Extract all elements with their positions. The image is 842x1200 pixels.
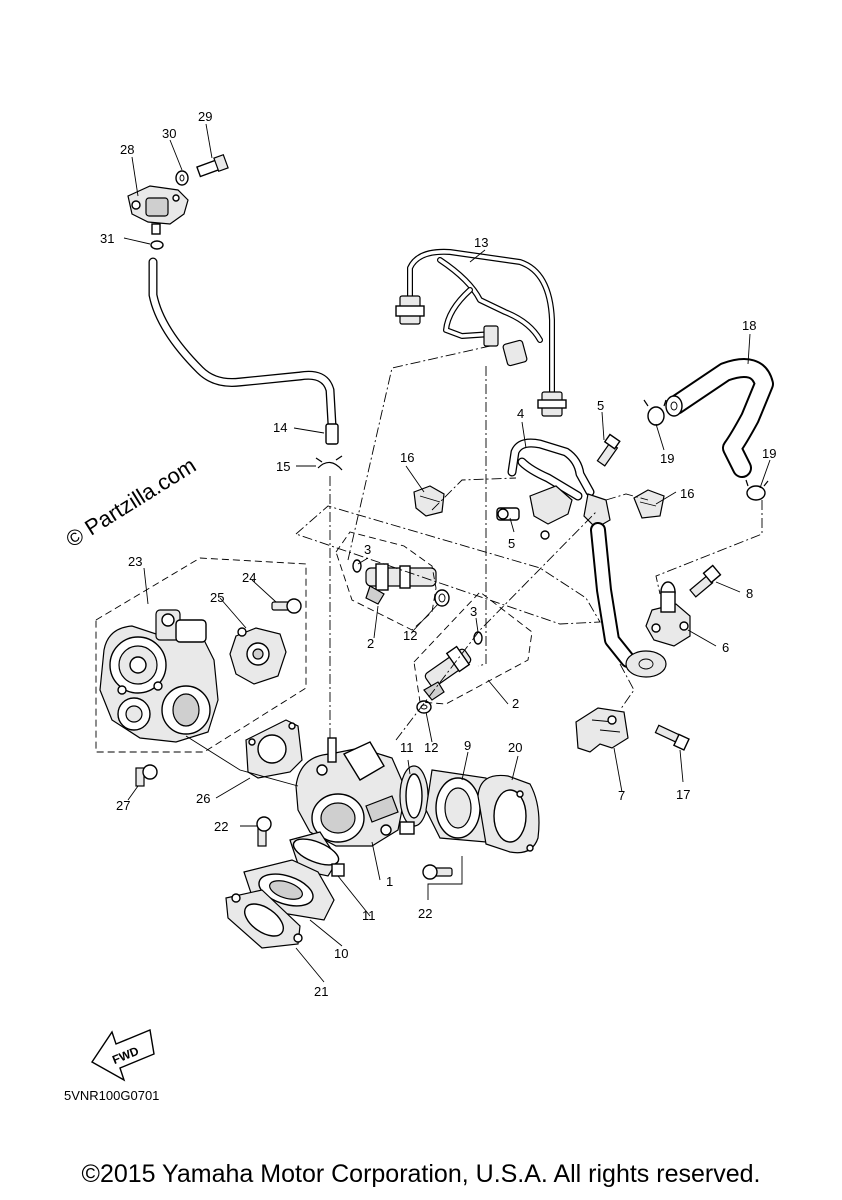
callout-22-lower[interactable]: 22	[418, 906, 432, 921]
callout-10[interactable]: 10	[334, 946, 348, 961]
callout-5-lower[interactable]: 5	[508, 536, 515, 551]
part-17-bolt[interactable]	[654, 724, 690, 751]
callout-11-upper[interactable]: 11	[400, 740, 414, 755]
callout-16-right[interactable]: 16	[680, 486, 694, 501]
part-5-screw-upper[interactable]	[596, 433, 621, 467]
part-23-throttle-body-assy[interactable]	[99, 609, 219, 743]
callout-4[interactable]: 4	[517, 406, 524, 421]
callout-8[interactable]: 8	[746, 586, 753, 601]
part-6-pressure-regulator[interactable]	[645, 581, 691, 647]
callout-21[interactable]: 21	[314, 984, 328, 999]
callout-20[interactable]: 20	[508, 740, 522, 755]
callout-18[interactable]: 18	[742, 318, 756, 333]
callout-31[interactable]: 31	[100, 231, 114, 246]
part-22-screw-lower[interactable]	[422, 864, 453, 880]
callout-9[interactable]: 9	[464, 738, 471, 753]
callout-26[interactable]: 26	[196, 791, 210, 806]
callout-6[interactable]: 6	[722, 640, 729, 655]
part-24-screw[interactable]	[271, 598, 302, 614]
part-3-o-ring-upper[interactable]	[352, 559, 362, 573]
partzilla-watermark: © Partzilla.com	[61, 452, 200, 552]
callout-3-upper[interactable]: 3	[364, 542, 371, 557]
callout-2-lower[interactable]: 2	[512, 696, 519, 711]
part-12-seal-lower[interactable]	[416, 700, 432, 714]
callout-30[interactable]: 30	[162, 126, 176, 141]
part-22-screw-upper[interactable]	[256, 816, 272, 847]
part-13-wire-harness[interactable]	[395, 248, 567, 417]
part-18-fuel-hose[interactable]	[665, 358, 774, 478]
part-31-clip[interactable]	[150, 240, 164, 250]
part-16-clamp-right[interactable]	[633, 489, 665, 519]
callout-17[interactable]: 17	[676, 787, 690, 802]
part-4-fuel-pipe[interactable]	[507, 438, 667, 678]
part-2-injector-lower[interactable]	[423, 645, 472, 701]
part-1-throttle-body[interactable]	[295, 737, 407, 847]
callout-13[interactable]: 13	[474, 235, 488, 250]
callout-3-lower[interactable]: 3	[470, 604, 477, 619]
part-20-flange[interactable]	[477, 774, 540, 854]
callout-24[interactable]: 24	[242, 570, 256, 585]
part-21-gasket[interactable]	[225, 889, 303, 949]
part-15-hose-clip[interactable]	[315, 455, 343, 471]
part-26-gasket[interactable]	[245, 719, 303, 779]
part-30-washer[interactable]	[175, 170, 189, 186]
drawing-code: 5VNR100G0701	[64, 1088, 159, 1103]
dashed-reference-lines	[95, 345, 763, 753]
callout-19-upper[interactable]: 19	[660, 451, 674, 466]
callout-1[interactable]: 1	[386, 874, 393, 889]
part-16-clamp-left[interactable]	[413, 485, 445, 517]
callout-23[interactable]: 23	[128, 554, 142, 569]
callout-27[interactable]: 27	[116, 798, 130, 813]
part-7-bracket[interactable]	[575, 707, 629, 753]
callout-labels: 29 30 28 31 13 18 4 5 14 15 16 19 19 16 …	[100, 109, 776, 999]
callout-5-upper[interactable]: 5	[597, 398, 604, 413]
callout-2-upper[interactable]: 2	[367, 636, 374, 651]
callout-25[interactable]: 25	[210, 590, 224, 605]
callout-19-lower[interactable]: 19	[762, 446, 776, 461]
part-14-vacuum-hose[interactable]	[148, 257, 339, 445]
part-27-screw[interactable]	[135, 764, 158, 787]
part-5-screw-lower[interactable]	[496, 507, 520, 521]
copyright-notice: ©2015 Yamaha Motor Corporation, U.S.A. A…	[81, 1160, 761, 1188]
callout-14[interactable]: 14	[273, 420, 287, 435]
part-2-injector-upper[interactable]	[365, 563, 437, 605]
callout-12-lower[interactable]: 12	[424, 740, 438, 755]
callout-16-left[interactable]: 16	[400, 450, 414, 465]
callout-22-upper[interactable]: 22	[214, 819, 228, 834]
callout-11-lower[interactable]: 11	[362, 908, 376, 923]
part-28-sensor-bracket[interactable]	[127, 185, 189, 235]
part-12-seal-upper[interactable]	[434, 589, 450, 607]
callout-15[interactable]: 15	[276, 459, 290, 474]
part-19-hose-clamp-upper[interactable]	[643, 399, 667, 426]
callout-12-upper[interactable]: 12	[403, 628, 417, 643]
leader-lines	[123, 123, 771, 983]
callout-7[interactable]: 7	[618, 788, 625, 803]
callout-29[interactable]: 29	[198, 109, 212, 124]
part-3-o-ring-lower[interactable]	[473, 631, 483, 645]
fwd-arrow: FWD	[90, 1029, 155, 1082]
part-25-throttle-sensor[interactable]	[229, 627, 287, 685]
part-19-hose-clamp-lower[interactable]	[745, 479, 769, 501]
part-11-clamp-upper[interactable]	[399, 765, 429, 835]
callout-28[interactable]: 28	[120, 142, 134, 157]
part-29-bolt[interactable]	[196, 153, 229, 178]
part-8-bolt[interactable]	[689, 564, 722, 598]
